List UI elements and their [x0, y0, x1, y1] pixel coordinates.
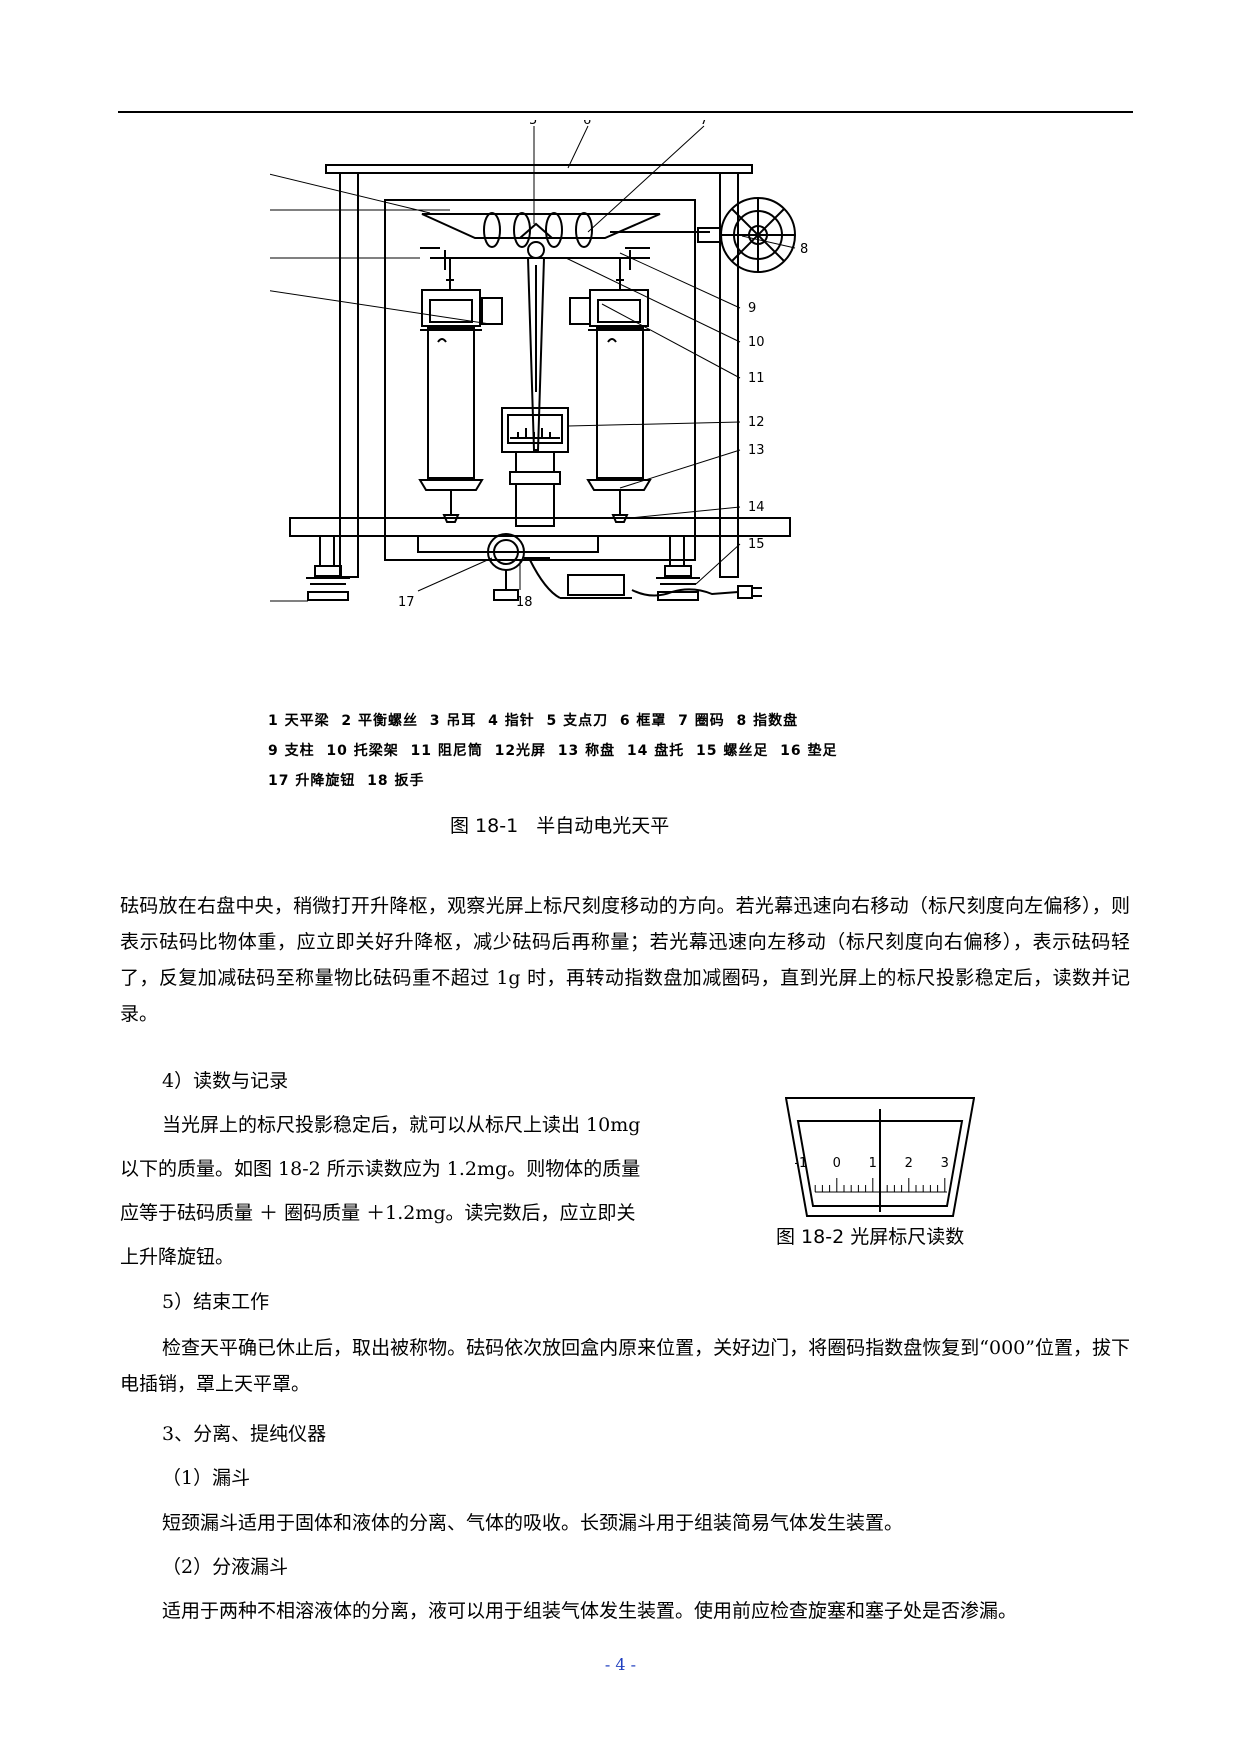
paragraph-4: 短颈漏斗适用于固体和液体的分离、气体的吸收。长颈漏斗用于组装简易气体发生装置。 — [162, 1512, 904, 1534]
callout-14: 14 — [748, 500, 765, 515]
tick-label-1: 1 — [869, 1156, 877, 1171]
callout-17: 17 — [398, 595, 415, 610]
figure1-legend-line-1: 1 天平梁 2 平衡螺丝 3 吊耳 4 指针 5 支点刀 6 框罩 7 圈码 8… — [268, 713, 799, 729]
paragraph-2-line-2: 以下的质量。如图 18-2 所示读数应为 1.2mg。则物体的质量 — [120, 1158, 641, 1180]
callout-15: 15 — [748, 537, 765, 552]
callout-10: 10 — [748, 335, 765, 350]
tick-label-2: 2 — [905, 1156, 913, 1171]
header-rule — [118, 111, 1133, 113]
paragraph-2-line-1: 当光屏上的标尺投影稳定后，就可以从标尺上读出 10mg — [162, 1114, 641, 1136]
callout-18: 18 — [516, 595, 533, 610]
tick-label-3: 3 — [941, 1156, 949, 1171]
callout-8: 8 — [800, 242, 808, 257]
paragraph-5: 适用于两种不相溶液体的分离，液可以用于组装气体发生装置。使用前应检查旋塞和塞子处… — [162, 1600, 1018, 1622]
callout-12: 12 — [748, 415, 765, 430]
figure2-caption: 图 18-2 光屏标尺读数 — [776, 1226, 965, 1248]
balance-diagram: 1 2 3 4 5 6 7 8 9 10 11 12 13 14 15 16 1… — [270, 120, 808, 610]
paragraph-2-line-4: 上升降旋钮。 — [120, 1246, 235, 1268]
heading-3-2: （2）分液漏斗 — [162, 1556, 289, 1578]
heading-5: 5）结束工作 — [162, 1291, 270, 1313]
page-number: - 4 - — [604, 1655, 637, 1674]
callout-7: 7 — [700, 120, 708, 128]
heading-3: 3、分离、提纯仪器 — [162, 1423, 327, 1445]
figure1-legend-line-2: 9 支柱 10 托梁架 11 阻尼筒 12光屏 13 称盘 14 盘托 15 螺… — [268, 743, 838, 759]
optical-screen-scale: -1 0 1 2 3 — [785, 1097, 975, 1217]
paragraph-2-line-3: 应等于砝码质量 ＋ 圈码质量 ＋1.2mg。读完数后，应立即关 — [120, 1202, 636, 1224]
figure1-legend-line-3: 17 升降旋钮 18 扳手 — [268, 773, 425, 789]
callout-6: 6 — [583, 120, 591, 128]
paragraph-3: 检查天平确已休止后，取出被称物。砝码依次放回盒内原来位置，关好边门，将圈码指数盘… — [120, 1337, 1130, 1395]
callout-5: 5 — [529, 120, 537, 128]
heading-4: 4）读数与记录 — [162, 1070, 289, 1092]
callout-9: 9 — [748, 301, 756, 316]
callout-11: 11 — [748, 371, 765, 386]
figure1-caption: 图 18-1 半自动电光天平 — [450, 815, 670, 837]
paragraph-1: 砝码放在右盘中央，稍微打开升降枢，观察光屏上标尺刻度移动的方向。若光幕迅速向右移… — [120, 895, 1130, 1025]
callout-13: 13 — [748, 443, 765, 458]
tick-label-0: 0 — [833, 1156, 841, 1171]
tick-label-minus-1: -1 — [794, 1156, 807, 1171]
heading-3-1: （1）漏斗 — [162, 1467, 251, 1489]
